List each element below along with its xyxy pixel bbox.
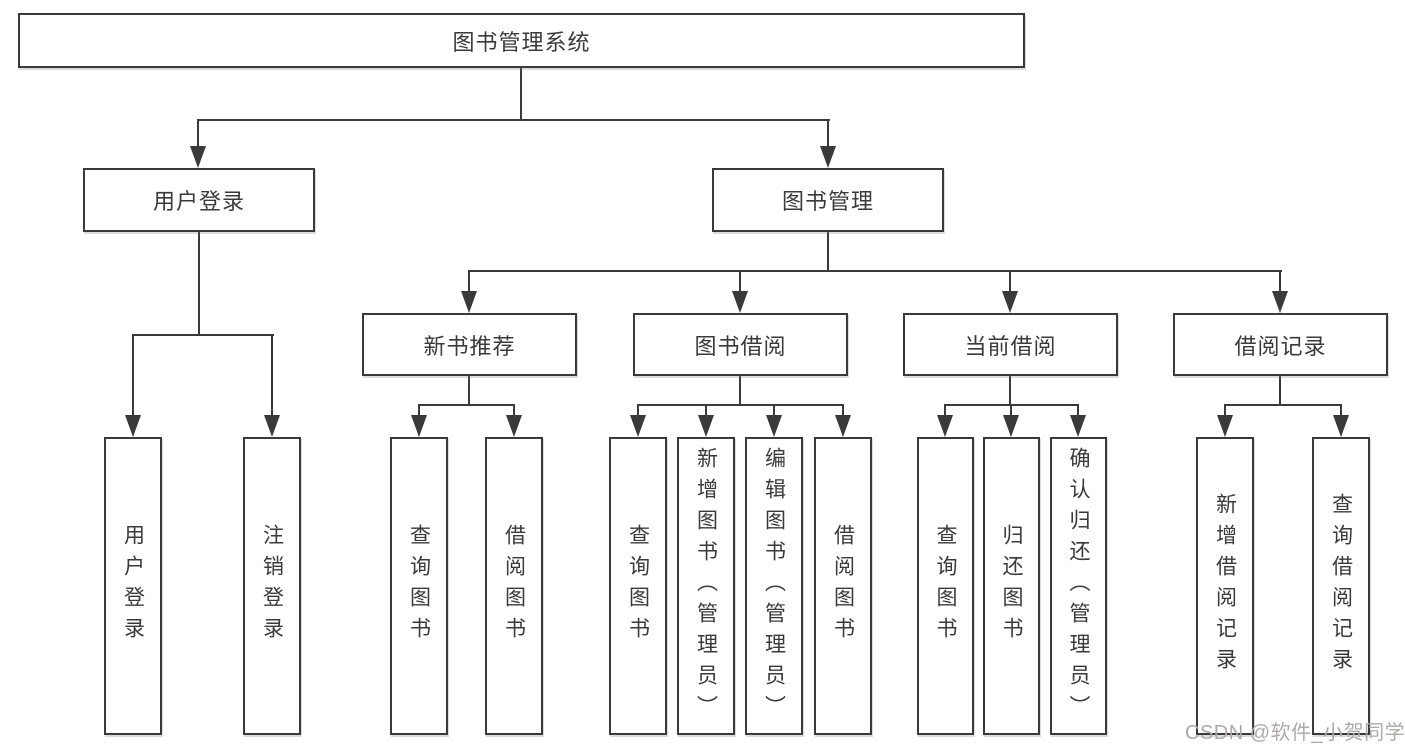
node-new-book-recommend: 新书推荐 — [362, 313, 577, 376]
leaf-logout: 注销登录 — [243, 437, 301, 735]
leaf-label: 查询图书 — [626, 524, 650, 648]
arrowhead-icon — [820, 146, 836, 168]
connector-line — [1009, 270, 1011, 293]
leaf-borrow-book-recommend: 借阅图书 — [485, 437, 543, 735]
node-borrow-record: 借阅记录 — [1173, 313, 1388, 376]
connector-line — [198, 232, 200, 336]
leaf-label: 编辑图书（管理员） — [762, 446, 786, 726]
connector-line — [418, 404, 420, 417]
node-label: 当前借阅 — [964, 333, 1057, 359]
connector-line — [418, 404, 515, 406]
arrowhead-icon — [630, 415, 646, 437]
leaf-label: 新增图书（管理员） — [694, 446, 718, 726]
arrowhead-icon — [125, 415, 141, 437]
connector-line — [944, 404, 946, 417]
connector-line — [468, 270, 470, 293]
csdn-watermark: CSDN @软件_小贺同学 — [1185, 722, 1405, 744]
leaf-user-login: 用户登录 — [104, 437, 162, 735]
connector-line — [773, 404, 775, 417]
connector-line — [132, 334, 134, 417]
arrowhead-icon — [506, 415, 522, 437]
connector-line — [520, 68, 522, 121]
arrowhead-icon — [411, 415, 427, 437]
node-label: 用户登录 — [152, 189, 245, 214]
connector-line — [1279, 375, 1281, 406]
node-label: 图书借阅 — [694, 333, 787, 359]
connector-line — [1224, 404, 1342, 406]
arrowhead-icon — [264, 415, 280, 437]
connector-line — [739, 270, 741, 293]
arrowhead-icon — [937, 415, 953, 437]
arrowhead-icon — [1002, 291, 1018, 313]
connector-line — [739, 375, 741, 406]
leaf-confirm-return-admin: 确认归还（管理员） — [1050, 437, 1107, 735]
connector-line — [1077, 404, 1079, 417]
leaf-return-book: 归还图书 — [983, 437, 1040, 735]
arrowhead-icon — [1070, 415, 1086, 437]
connector-line — [1279, 270, 1281, 293]
leaf-label: 查询图书 — [934, 524, 957, 648]
connector-line — [1224, 404, 1226, 417]
leaf-label: 查询借阅记录 — [1329, 493, 1353, 679]
connector-line — [132, 334, 274, 336]
leaf-add-book-admin: 新增图书（管理员） — [677, 437, 735, 735]
leaf-label: 查询图书 — [407, 524, 431, 648]
connector-line — [842, 404, 844, 417]
connector-line — [468, 270, 1282, 272]
arrowhead-icon — [698, 415, 714, 437]
node-label: 图书管理 — [781, 189, 874, 214]
node-label: 图书管理系统 — [452, 29, 591, 55]
leaf-label: 新增借阅记录 — [1213, 493, 1237, 679]
connector-line — [513, 404, 515, 417]
leaf-label: 注销登录 — [260, 524, 284, 648]
connector-line — [1010, 404, 1012, 417]
arrowhead-icon — [766, 415, 782, 437]
arrowhead-icon — [1272, 291, 1288, 313]
arrowhead-icon — [461, 291, 477, 313]
connector-line — [827, 232, 829, 272]
leaf-label: 借阅图书 — [831, 524, 855, 648]
arrowhead-icon — [1003, 415, 1019, 437]
leaf-edit-book-admin: 编辑图书（管理员） — [745, 437, 803, 735]
node-current-borrow: 当前借阅 — [903, 313, 1118, 376]
connector-line — [637, 404, 844, 406]
leaf-query-book: 查询图书 — [609, 437, 667, 735]
connector-line — [1009, 375, 1011, 406]
node-label: 新书推荐 — [423, 333, 516, 359]
leaf-label: 借阅图书 — [502, 524, 526, 648]
leaf-label: 确认归还（管理员） — [1067, 446, 1090, 726]
node-book-management: 图书管理 — [712, 168, 944, 232]
connector-line — [637, 404, 639, 417]
connector-line — [197, 119, 830, 121]
connector-line — [705, 404, 707, 417]
connector-line — [827, 119, 829, 152]
leaf-add-borrow-record: 新增借阅记录 — [1196, 437, 1254, 735]
node-user-login: 用户登录 — [83, 168, 315, 232]
node-book-borrow: 图书借阅 — [633, 313, 848, 376]
connector-line — [271, 334, 273, 417]
node-library-management-system: 图书管理系统 — [18, 13, 1025, 68]
arrowhead-icon — [190, 146, 206, 168]
connector-line — [1340, 404, 1342, 417]
arrowhead-icon — [1333, 415, 1349, 437]
leaf-query-book-recommend: 查询图书 — [390, 437, 448, 735]
leaf-borrow-book: 借阅图书 — [814, 437, 872, 735]
arrowhead-icon — [1217, 415, 1233, 437]
arrowhead-icon — [835, 415, 851, 437]
connector-line — [197, 119, 199, 152]
node-label: 借阅记录 — [1234, 333, 1327, 359]
leaf-label: 归还图书 — [1000, 524, 1023, 648]
connector-line — [468, 375, 470, 406]
leaf-query-borrow-record: 查询借阅记录 — [1312, 437, 1370, 735]
arrowhead-icon — [732, 291, 748, 313]
leaf-label: 用户登录 — [121, 524, 145, 648]
leaf-query-current-book: 查询图书 — [917, 437, 974, 735]
